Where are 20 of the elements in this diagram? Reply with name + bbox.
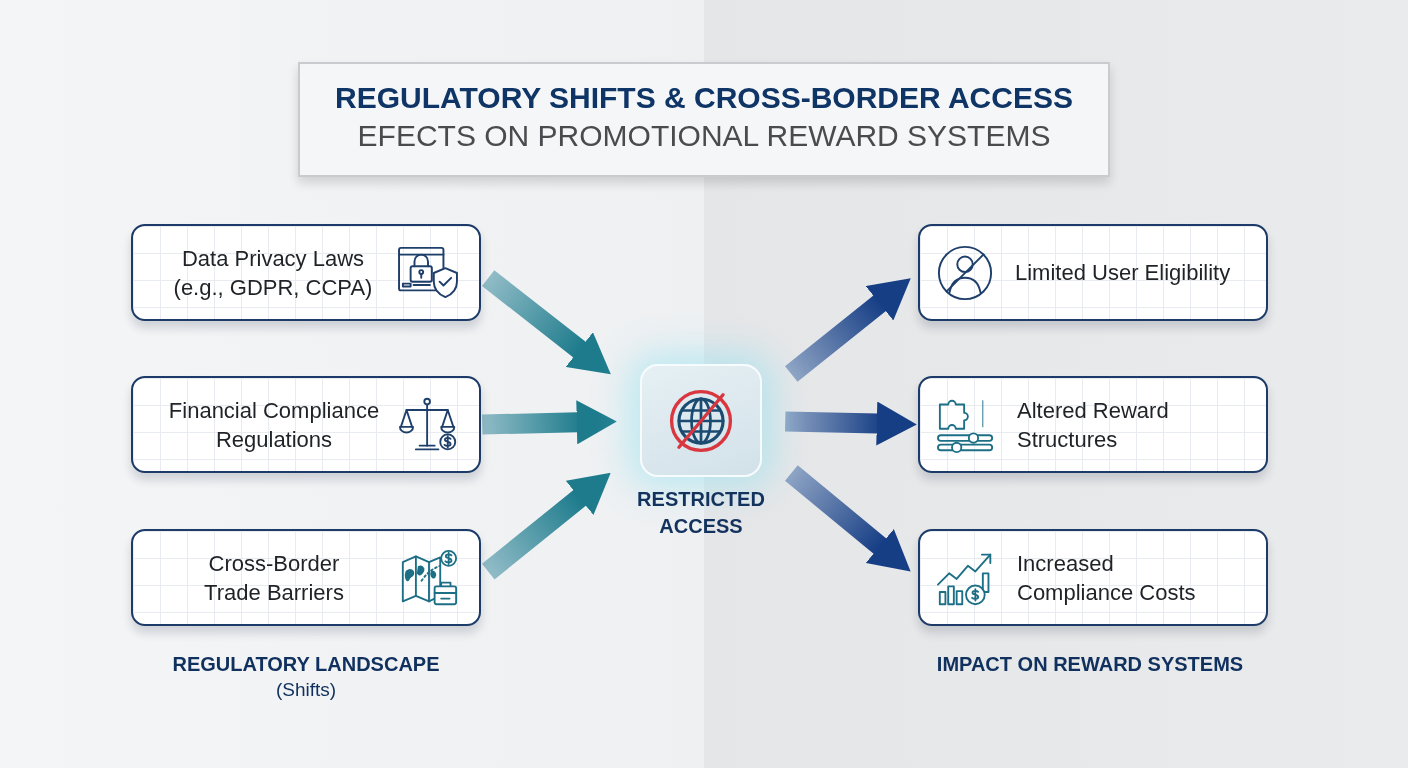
card-label: Data Privacy Laws (e.g., GDPR, CCPA) [172,244,374,302]
card-label: Financial Compliance Regulations [167,396,381,454]
info-card [131,224,481,321]
card-label: Limited User Eligibility [1015,259,1231,287]
info-card [918,224,1268,321]
card-label: Increased Compliance Costs [1017,549,1197,607]
info-card [918,376,1268,473]
card-label: Altered Reward Structures [1017,396,1170,454]
info-card [131,529,481,626]
hub-label: RESTRICTED ACCESS [636,487,766,539]
arrow [482,400,617,445]
title: REGULATORY SHIFTS & CROSS-BORDER ACCESS [335,80,1073,116]
info-card [131,376,481,473]
section-note: (Shifts) [275,678,337,702]
section-heading: REGULATORY LANDSCAPE [172,652,440,677]
subtitle: EFECTS ON PROMOTIONAL REWARD SYSTEMS [357,118,1051,154]
arrow [785,401,917,446]
card-label: Cross-Border Trade Barriers [203,549,345,607]
section-heading: IMPACT ON REWARD SYSTEMS [936,652,1244,677]
info-card [918,529,1268,626]
